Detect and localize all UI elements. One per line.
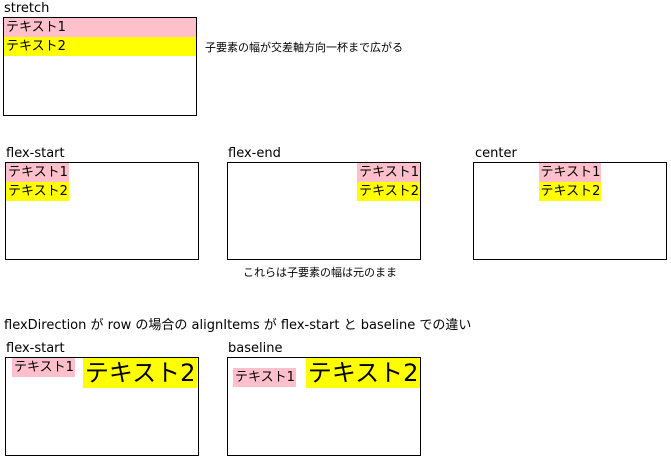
baseline-row-item-2: テキスト2 [305,358,421,388]
stretch-note: 子要素の幅が交差軸方向一杯まで広がる [205,41,403,54]
flex-end-column-container: テキスト1 テキスト2 [227,162,421,260]
flex-start-row-item-2: テキスト2 [82,358,198,388]
flex-end-column-item-2: テキスト2 [357,182,420,201]
baseline-row-container: テキスト1 テキスト2 [227,357,421,456]
flex-end-column-label: flex-end [228,146,281,161]
flex-end-column-item-1: テキスト1 [357,163,420,182]
baseline-row-label: baseline [228,341,283,356]
row-heading: flexDirection が row の場合の alignItems が fl… [4,318,472,333]
flex-start-row-container: テキスト1 テキスト2 [5,357,199,456]
stretch-label: stretch [4,1,50,16]
stretch-item-1: テキスト1 [4,18,196,37]
baseline-row-item-1: テキスト1 [233,368,296,387]
column-note: これらは子要素の幅は元のまま [243,266,397,279]
center-column-item-1: テキスト1 [538,163,602,182]
center-column-item-2: テキスト2 [538,182,602,201]
flex-start-column-item-2: テキスト2 [6,182,69,201]
center-column-label: center [475,146,517,161]
stretch-container: テキスト1 テキスト2 [3,17,197,116]
flex-start-column-label: flex-start [6,146,65,161]
stretch-item-2: テキスト2 [4,37,196,56]
center-column-container: テキスト1 テキスト2 [473,162,667,260]
flex-start-column-container: テキスト1 テキスト2 [5,162,199,260]
flex-start-row-item-1: テキスト1 [12,358,75,377]
flex-start-row-label: flex-start [6,341,65,356]
flex-start-column-item-1: テキスト1 [6,163,69,182]
